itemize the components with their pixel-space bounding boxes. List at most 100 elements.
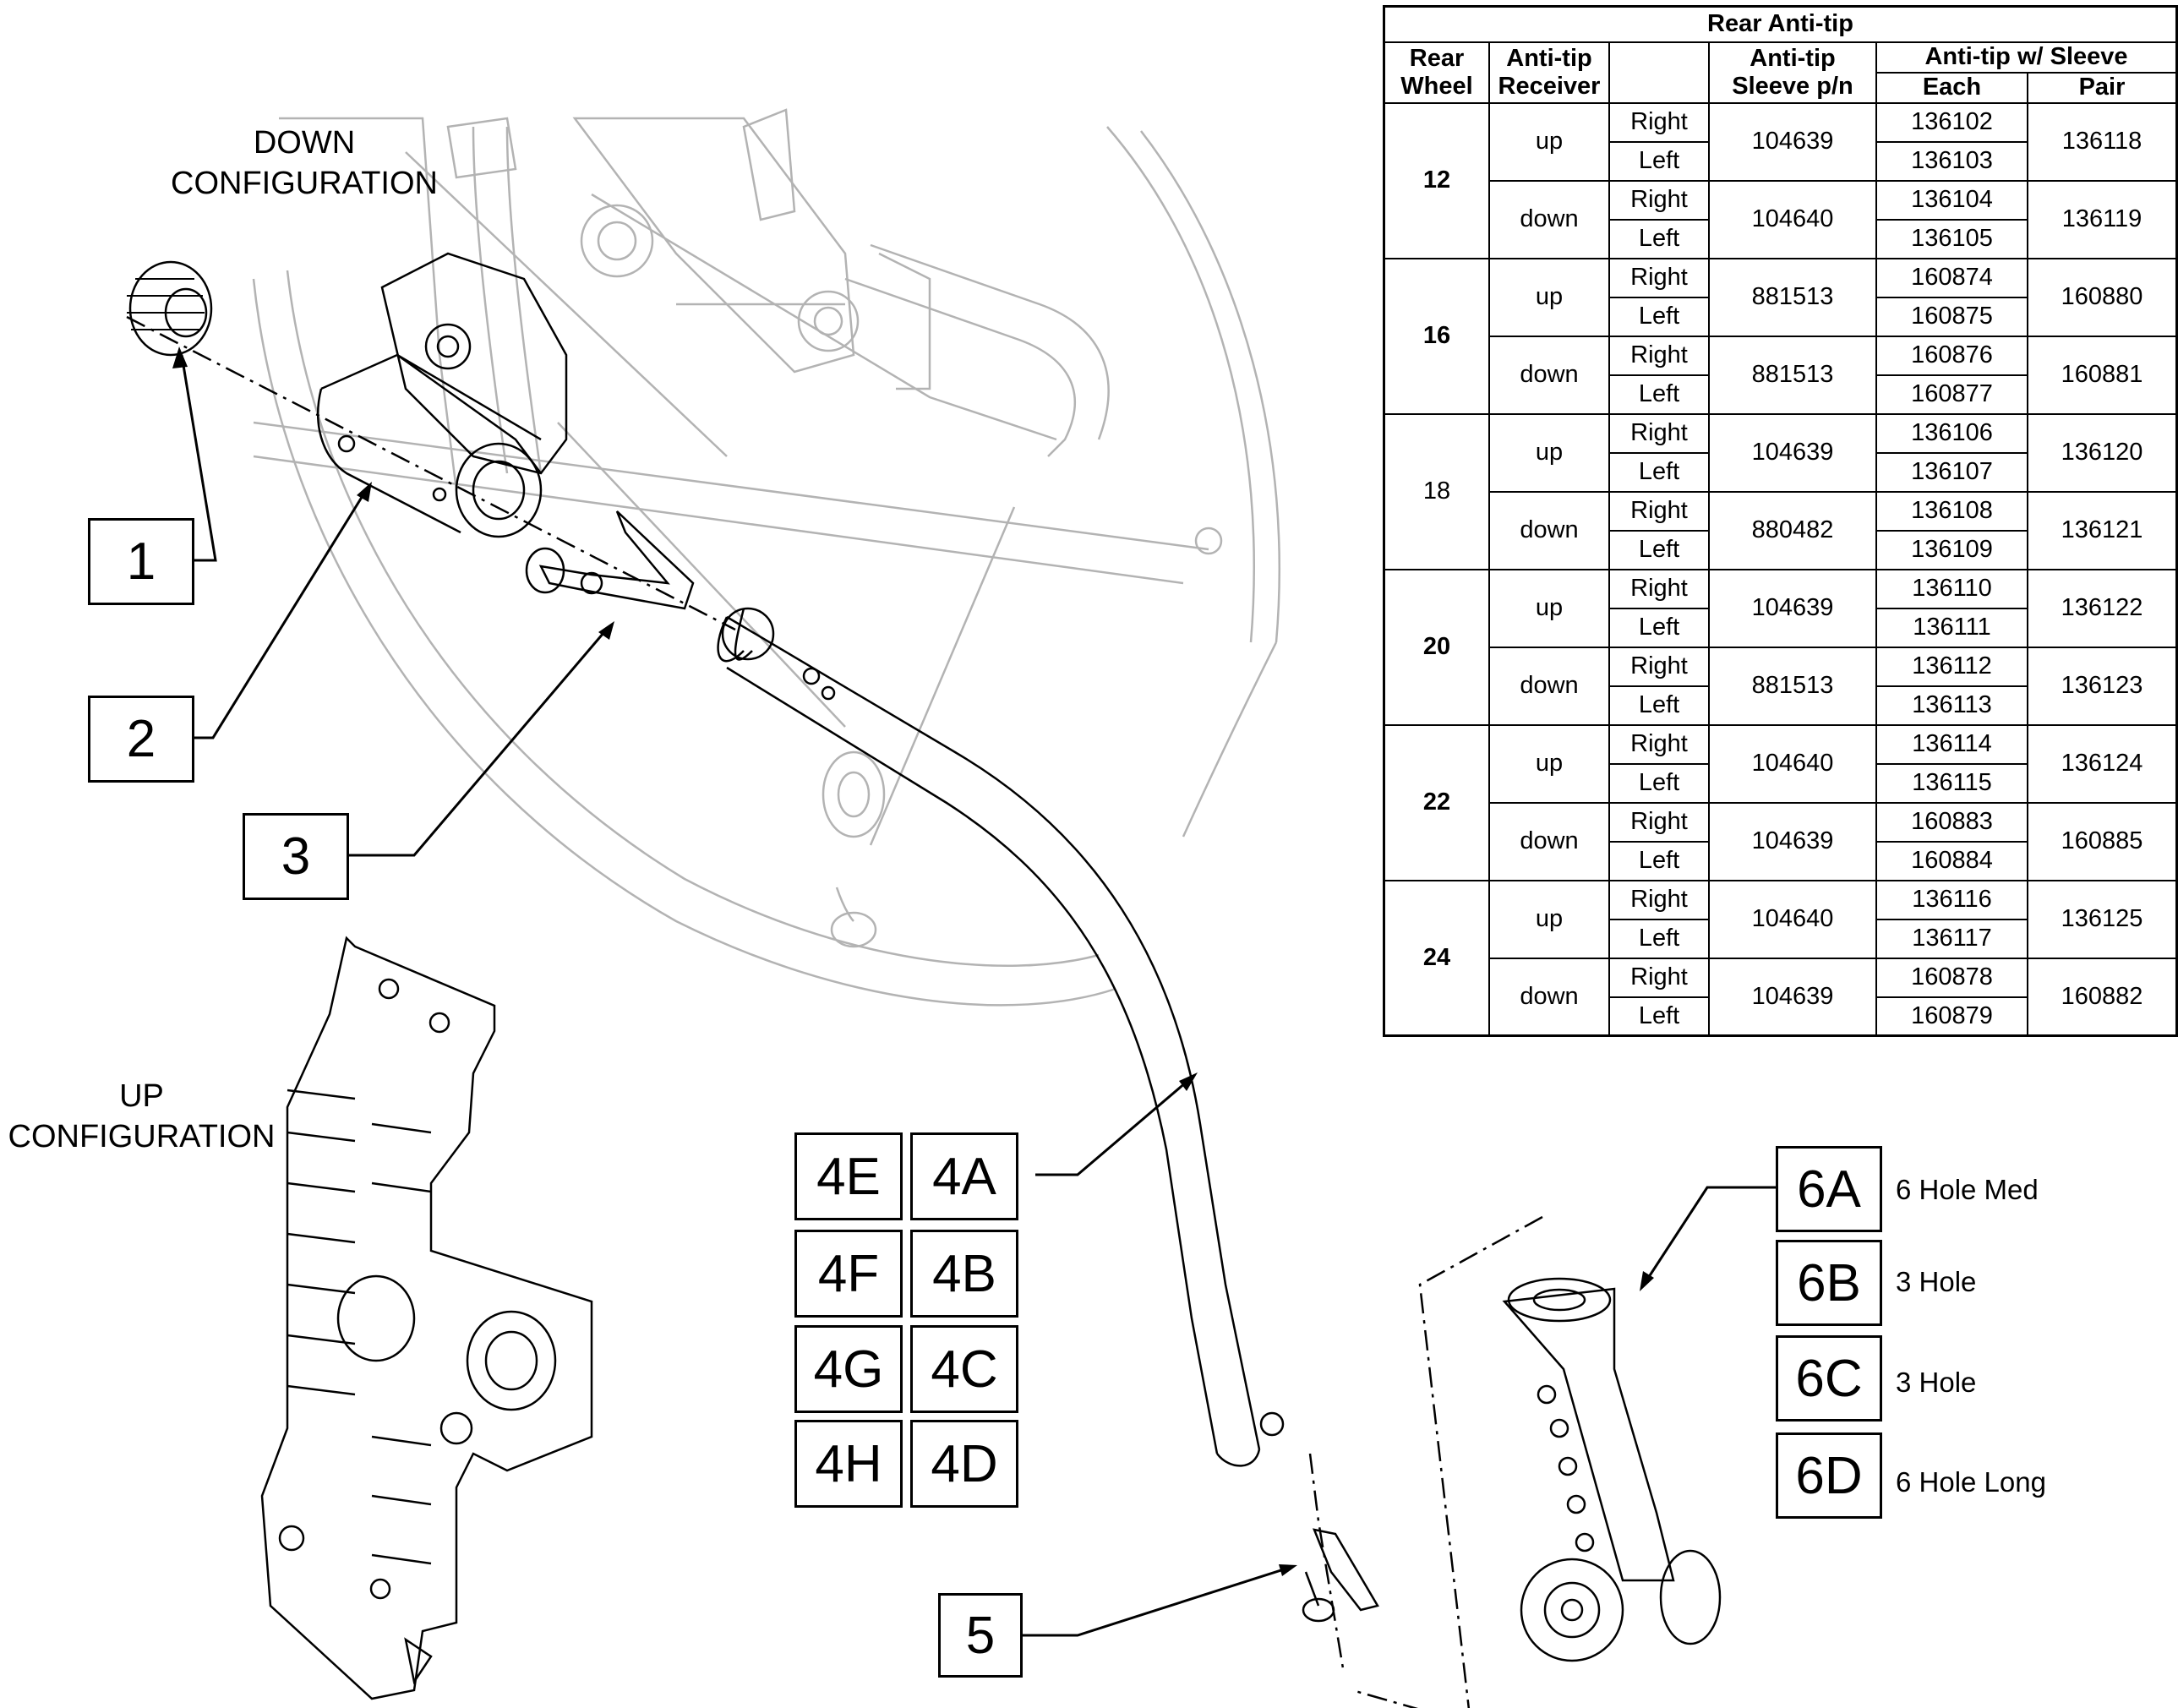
cell-sleeve-pn: 104639 [1708, 568, 1877, 648]
cell-each-pn: 136106 [1875, 412, 2028, 454]
description-6D: 6 Hole Long [1896, 1466, 2046, 1498]
callout-5[interactable]: 5 [938, 1593, 1023, 1678]
cell-each-pn: 160878 [1875, 957, 2028, 998]
cell-pair-pn: 136118 [2027, 101, 2178, 182]
table-title: Rear Anti-tip [1383, 5, 2178, 43]
callout-4A[interactable]: 4A [910, 1132, 1018, 1220]
cell-pair-pn: 160885 [2027, 801, 2178, 881]
cell-each-pn: 160877 [1875, 374, 2028, 415]
cell-side: Right [1608, 335, 1710, 376]
callout-6C[interactable]: 6C [1776, 1335, 1882, 1422]
callout-leader-lines [180, 354, 1776, 1637]
header-sleeve-line1: Anti-tip [1749, 44, 1836, 72]
callout-4G[interactable]: 4G [794, 1325, 903, 1413]
header-receiver-line2: Receiver [1498, 72, 1601, 100]
cell-side: Left [1608, 374, 1710, 415]
callout-3[interactable]: 3 [243, 813, 349, 900]
cell-sleeve-pn: 104640 [1708, 723, 1877, 804]
cell-rear-wheel: 22 [1383, 723, 1490, 881]
header-sleeve-line2: Sleeve p/n [1732, 72, 1853, 100]
cell-side: Left [1608, 296, 1710, 337]
header-receiver: Anti-tip Receiver [1488, 41, 1610, 104]
description-6C: 3 Hole [1896, 1367, 1977, 1398]
cell-side: Right [1608, 646, 1710, 687]
callout-4C[interactable]: 4C [910, 1325, 1018, 1413]
cell-receiver: down [1488, 179, 1610, 259]
cell-each-pn: 136108 [1875, 490, 2028, 532]
cell-each-pn: 160884 [1875, 840, 2028, 881]
table-row: Left 136105 [1384, 218, 2177, 259]
callout-6B[interactable]: 6B [1776, 1240, 1882, 1326]
callout-4B[interactable]: 4B [910, 1230, 1018, 1318]
callout-4E[interactable]: 4E [794, 1132, 903, 1220]
cell-each-pn: 136105 [1875, 218, 2028, 259]
cell-pair-pn: 160880 [2027, 257, 2178, 337]
up-label-line2: CONFIGURATION [8, 1119, 276, 1154]
callout-4F[interactable]: 4F [794, 1230, 903, 1318]
cell-receiver: down [1488, 801, 1610, 881]
cell-receiver: up [1488, 412, 1610, 493]
header-rear-wheel: Rear Wheel [1383, 41, 1490, 104]
cell-pair-pn: 136122 [2027, 568, 2178, 648]
cell-pair-pn: 136124 [2027, 723, 2178, 804]
rear-anti-tip-table: Rear Anti-tip Rear Wheel Anti-tip Receiv… [1383, 5, 2178, 1037]
cell-each-pn: 160883 [1875, 801, 2028, 843]
up-configuration-label: UP CONFIGURATION [0, 1076, 283, 1157]
cell-sleeve-pn: 881513 [1708, 646, 1877, 726]
cell-pair-pn: 136119 [2027, 179, 2178, 259]
cell-side: Left [1608, 607, 1710, 648]
cell-receiver: down [1488, 335, 1610, 415]
header-pair: Pair [2027, 71, 2178, 104]
cell-sleeve-pn: 104639 [1708, 101, 1877, 182]
cell-receiver: up [1488, 723, 1610, 804]
cell-side: Left [1608, 840, 1710, 881]
cell-each-pn: 136113 [1875, 685, 2028, 726]
header-receiver-line1: Anti-tip [1506, 44, 1592, 72]
cell-side: Left [1608, 918, 1710, 959]
callout-6D[interactable]: 6D [1776, 1432, 1882, 1519]
cell-rear-wheel: 20 [1383, 568, 1490, 726]
table-row: Left 160884 [1384, 840, 2177, 881]
down-label-line1: DOWN [253, 125, 356, 161]
cell-side: Left [1608, 218, 1710, 259]
down-configuration-label: DOWN CONFIGURATION [152, 123, 456, 204]
callout-1[interactable]: 1 [88, 518, 194, 605]
cell-each-pn: 136103 [1875, 140, 2028, 182]
cell-receiver: up [1488, 568, 1610, 648]
cell-receiver: down [1488, 646, 1610, 726]
cell-pair-pn: 160882 [2027, 957, 2178, 1037]
callout-2[interactable]: 2 [88, 696, 194, 783]
cell-side: Right [1608, 490, 1710, 532]
cell-each-pn: 136110 [1875, 568, 2028, 609]
header-with-sleeve: Anti-tip w/ Sleeve [1875, 41, 2178, 74]
cell-side: Left [1608, 685, 1710, 726]
cell-rear-wheel: 12 [1383, 101, 1490, 259]
callout-4D[interactable]: 4D [910, 1420, 1018, 1508]
cell-receiver: up [1488, 879, 1610, 959]
callout-arrowheads [172, 347, 1654, 1576]
cell-sleeve-pn: 104639 [1708, 957, 1877, 1037]
cell-side: Right [1608, 179, 1710, 221]
cell-each-pn: 160876 [1875, 335, 2028, 376]
cell-pair-pn: 136125 [2027, 879, 2178, 959]
cell-each-pn: 160874 [1875, 257, 2028, 298]
table-head: Rear Anti-tip Rear Wheel Anti-tip Receiv… [1383, 5, 2178, 104]
cell-each-pn: 136107 [1875, 451, 2028, 493]
callout-4H[interactable]: 4H [794, 1420, 903, 1508]
cell-side: Right [1608, 801, 1710, 843]
callout-6A[interactable]: 6A [1776, 1146, 1882, 1232]
cell-pair-pn: 160881 [2027, 335, 2178, 415]
